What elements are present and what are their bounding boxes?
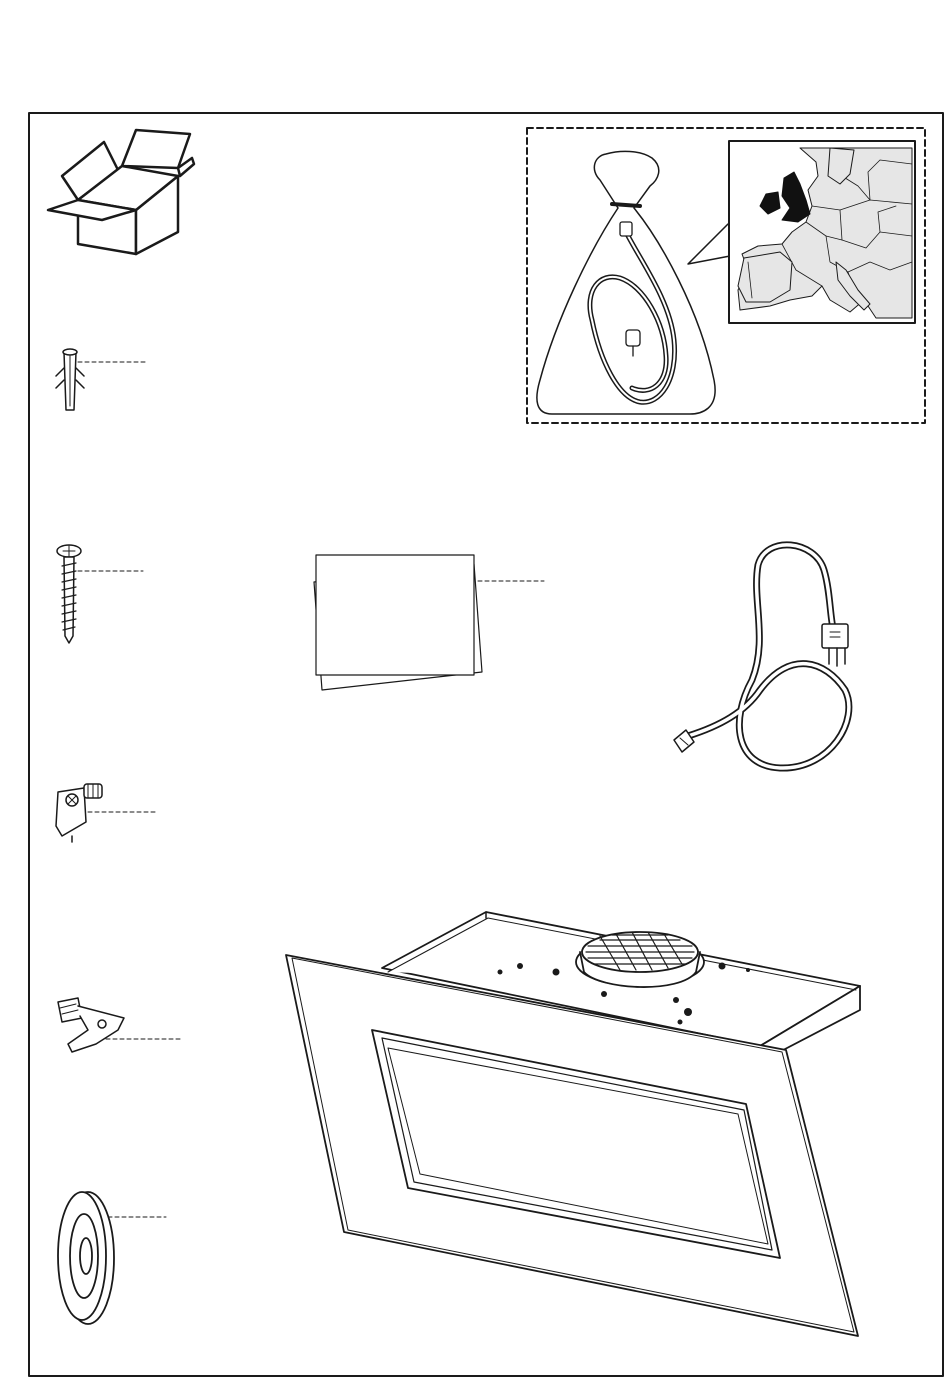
bracket-icon xyxy=(56,784,102,842)
ring-icon xyxy=(58,1192,114,1324)
wall-plug-icon xyxy=(56,349,84,410)
map-icon xyxy=(729,141,915,323)
power-cable-icon xyxy=(674,545,849,768)
booklet-icon xyxy=(314,555,482,690)
map-callout-pointer xyxy=(688,224,730,264)
box-icon xyxy=(48,130,194,254)
clip-icon xyxy=(58,998,124,1052)
screw-icon xyxy=(57,545,81,643)
hood-icon xyxy=(286,912,860,1336)
bag-cable-icon xyxy=(537,151,715,414)
